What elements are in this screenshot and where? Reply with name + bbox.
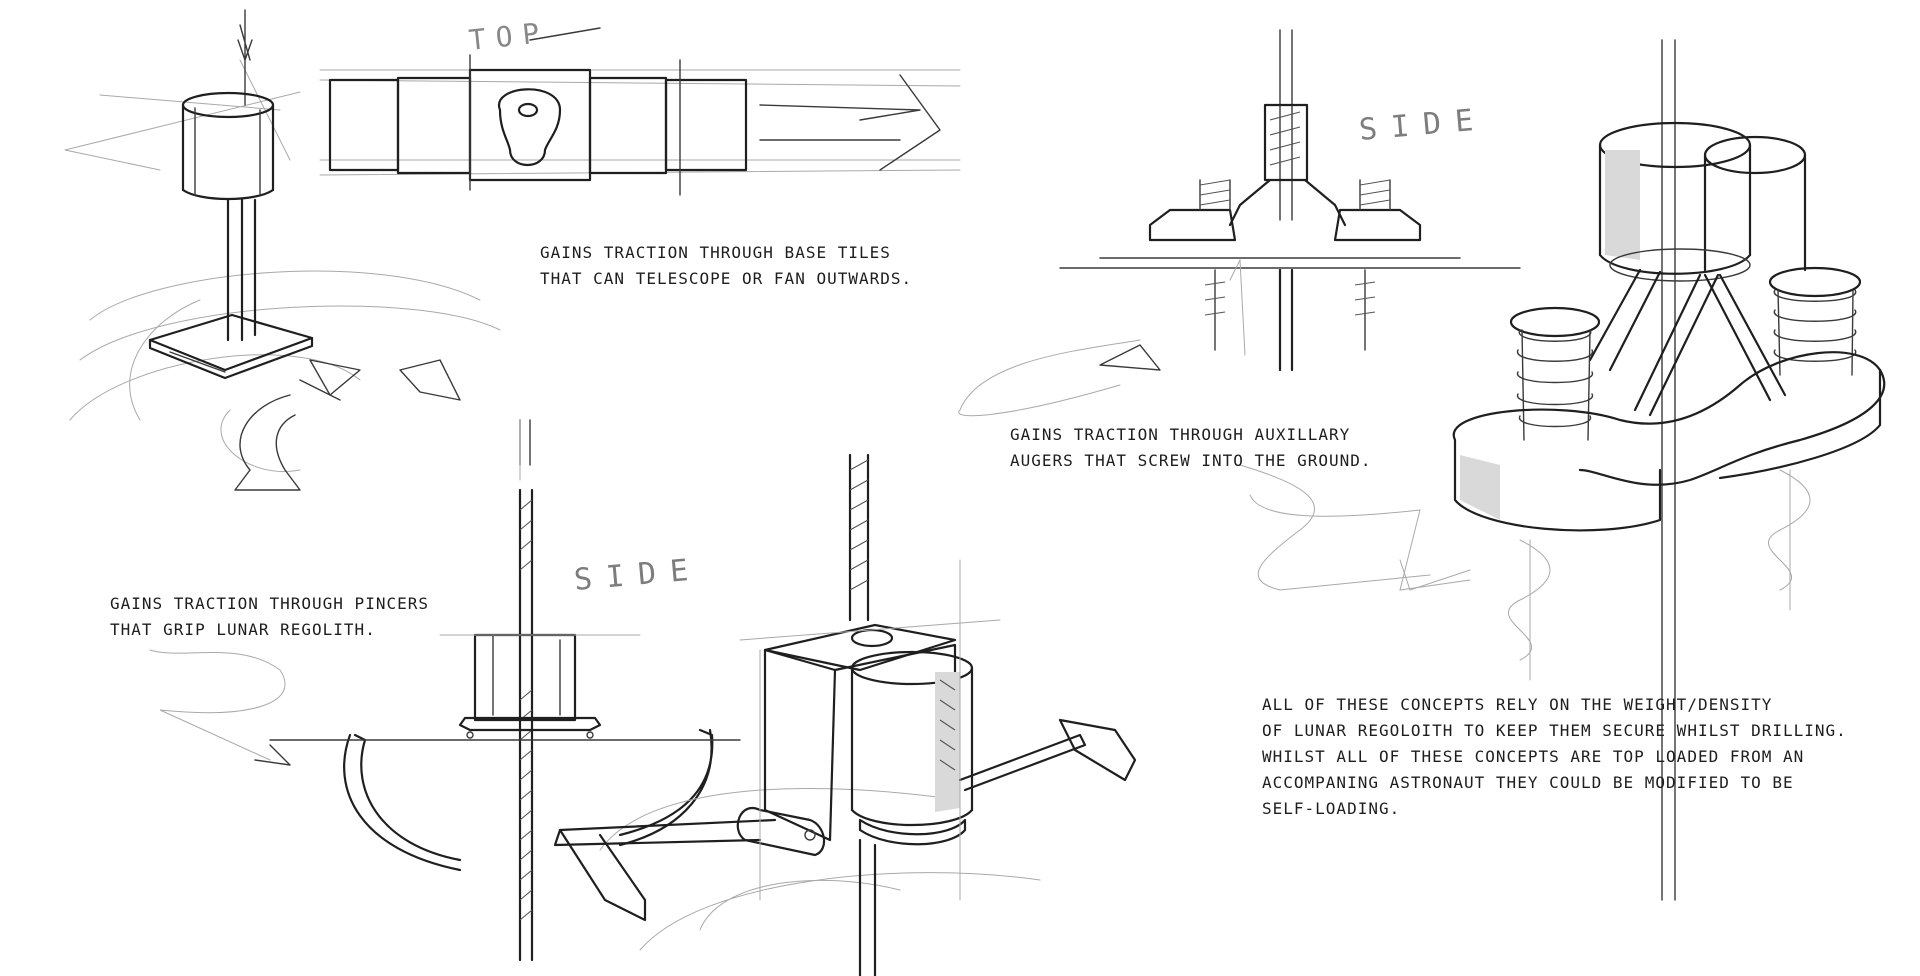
label-side-lower: SIDE [573, 552, 704, 598]
note-base-tiles-line1: Gains traction through base tiles [540, 243, 891, 262]
note-augers-line1: Gains traction through auxillary [1010, 425, 1351, 444]
note-base-tiles-line2: that can telescope or fan outwards. [540, 269, 913, 288]
note-augers-line2: augers that screw into the ground. [1010, 451, 1372, 470]
concept-pincers-perspective [553, 453, 1137, 976]
note-base-tiles: Gains traction through base tiles that c… [540, 240, 912, 292]
note-summary: All of these concepts rely on the weight… [1262, 692, 1847, 822]
construction-swoosh-2 [1399, 559, 1471, 591]
label-top: TOP [467, 16, 551, 57]
note-summary-line2: of lunar regoloith to keep them secure w… [1262, 721, 1847, 740]
note-pincers: Gains traction through pincers that grip… [110, 591, 429, 643]
note-augers: Gains traction through auxillary augers … [1010, 422, 1372, 474]
concept-pincers-side-view [149, 419, 741, 962]
note-pincers-line2: that grip lunar regolith. [110, 620, 376, 639]
concept-base-tiles-perspective [64, 9, 501, 491]
label-side-upper: SIDE [1358, 102, 1489, 148]
note-summary-line1: All of these concepts rely on the weight… [1262, 695, 1773, 714]
note-summary-line3: Whilst all of these concepts are top loa… [1262, 747, 1805, 766]
concept-augers-perspective [1249, 39, 1886, 901]
note-summary-line5: self-loading. [1262, 799, 1401, 818]
construction-swoosh [1239, 464, 1431, 591]
note-pincers-line1: Gains traction through pincers [110, 594, 429, 613]
note-summary-line4: accompaning astronaut they could be modi… [1262, 773, 1794, 792]
concept-base-tiles-top-view [319, 27, 961, 196]
concept-augers-side-view [958, 29, 1521, 417]
